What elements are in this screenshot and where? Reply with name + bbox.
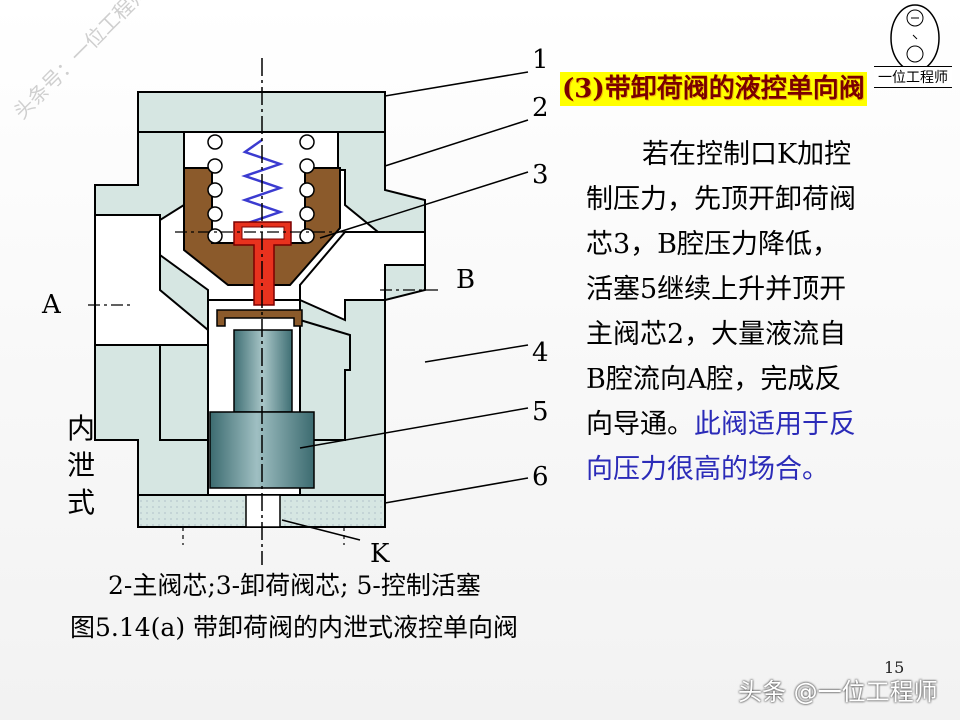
control-piston-rod — [233, 329, 293, 413]
body-line: 活塞5继续上升并顶开 — [586, 274, 847, 305]
control-port-k — [245, 494, 281, 528]
label-k: K — [370, 539, 390, 569]
watermark: 头条 @一位工程师 — [738, 678, 938, 706]
piston-cup — [216, 309, 303, 327]
highlight-text: 向压力很高的场合。 — [586, 454, 829, 485]
label-3: 3 — [532, 160, 549, 190]
label-b: B — [456, 265, 475, 295]
body-line: 若在控制口K加控 — [642, 139, 852, 170]
slide-title: (3)带卸荷阀的液控单向阀 — [560, 72, 867, 106]
body-line: 主阀芯2，大量液流自 — [586, 319, 847, 350]
label-5: 5 — [532, 397, 549, 427]
page-number: 15 — [884, 658, 905, 677]
lower-chamber — [159, 344, 209, 441]
spring — [241, 138, 284, 238]
unloading-valve-slot — [241, 226, 285, 240]
label-2: 2 — [532, 93, 549, 123]
body-line: 芯3，B腔压力降低， — [586, 229, 840, 260]
label-4: 4 — [532, 338, 549, 368]
parts-caption: 2-主阀芯;3-卸荷阀芯; 5-控制活塞 — [108, 571, 481, 600]
figure-caption: 图5.14(a) 带卸荷阀的内泄式液控单向阀 — [70, 613, 519, 642]
channel-b — [299, 231, 426, 322]
logo — [880, 2, 950, 82]
label-1: 1 — [532, 45, 549, 75]
body-line: 制压力，先顶开卸荷阀 — [586, 184, 856, 215]
internal-drain-label: 内泄式 — [66, 412, 95, 519]
logo-emblem-icon — [890, 4, 940, 72]
body-text: 若在控制口K加控 制压力，先顶开卸荷阀 芯3，B腔压力降低， 活塞5继续上升并顶… — [586, 132, 926, 492]
label-6: 6 — [532, 462, 549, 492]
leader-lines — [281, 71, 529, 541]
label-a: A — [41, 290, 62, 320]
body-line: 向导通。 — [586, 409, 694, 440]
logo-text: 一位工程师 — [874, 66, 952, 88]
spring-balls — [207, 134, 315, 244]
highlight-text: 此阀适用于反 — [694, 409, 856, 440]
body-line: B腔流向A腔，完成反 — [586, 364, 842, 395]
